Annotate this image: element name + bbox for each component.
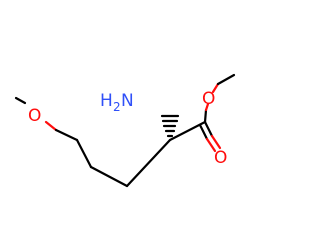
bond-ester-o-methyl-red — [211, 82, 220, 94]
bond-carbonyl-double-1 — [203, 120, 214, 138]
bond-carbonyl-double-2-red — [205, 137, 217, 153]
bond-methyl-ether-o — [14, 96, 27, 105]
molecule-diagram: H 2 N O O O — [14, 73, 236, 188]
amine-hydrogen-count: 2 — [113, 100, 121, 114]
bond-carbonyl-ester-o — [203, 108, 208, 124]
amine-nitrogen-label: N — [121, 91, 134, 111]
amine-hydrogen-label: H — [100, 91, 113, 111]
bond-ether-o-ch2 — [54, 128, 79, 142]
bond-c3-c2 — [89, 165, 129, 188]
structure-canvas: H 2 N O O O — [14, 73, 236, 188]
bond-carbonyl-double-1-red — [210, 134, 222, 150]
stereo-hashed-wedge — [160, 114, 180, 138]
bond-c4-c3 — [75, 138, 93, 169]
bond-carbonyl-double-2 — [198, 123, 209, 141]
ester-oxygen-label: O — [202, 89, 215, 109]
bond-ester-o-methyl — [216, 73, 236, 86]
bond-ether-o-ch2-red — [44, 120, 58, 132]
amine-group: H 2 N — [100, 91, 134, 114]
ether-oxygen-label: O — [28, 106, 41, 126]
bond-carbonyl-ester-o-red — [204, 102, 210, 112]
carbonyl-oxygen-label: O — [214, 148, 227, 168]
bond-c2-alpha — [125, 138, 172, 188]
